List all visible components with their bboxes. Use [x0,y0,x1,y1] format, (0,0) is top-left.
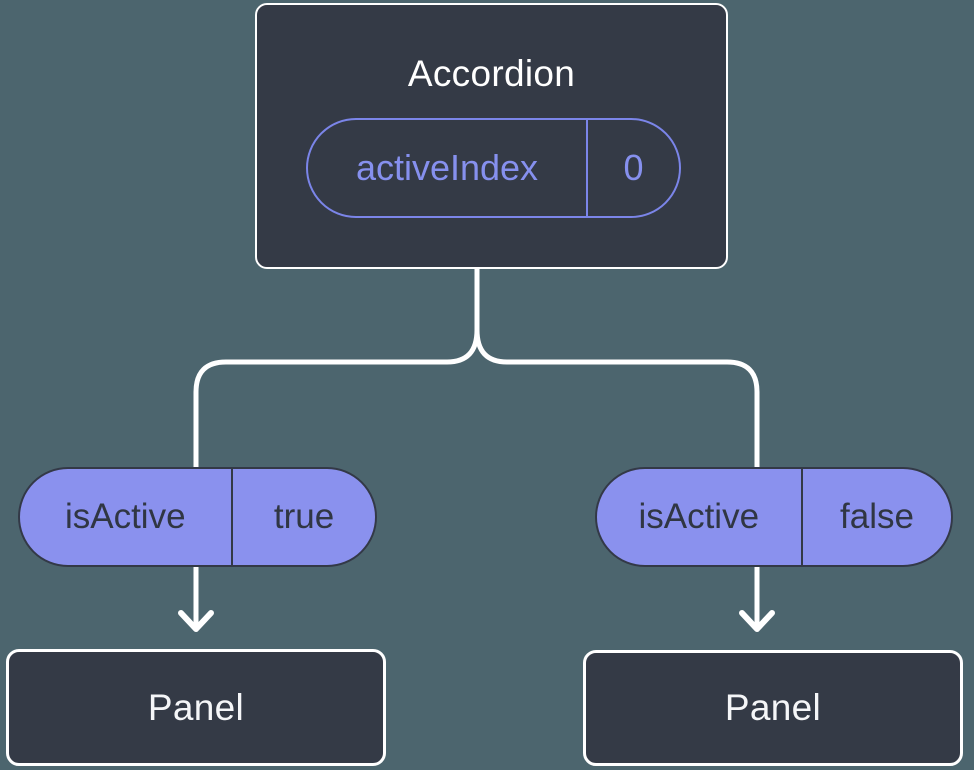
panel-node-title: Panel [147,686,245,728]
prop-value-label: false [840,497,914,536]
arrow-down-icon [739,610,775,632]
state-pill: activeIndex 0 [306,118,681,218]
state-pill-divider [586,120,588,216]
prop-pill-divider [230,469,233,565]
accordion-node: Accordion activeIndex 0 [255,3,728,269]
panel-node-title: Panel [724,687,822,728]
prop-name-label: isActive [64,497,186,536]
state-name-label: activeIndex [355,147,539,188]
panel-node-right: Panel [583,650,963,766]
arrow-down-icon [178,610,214,632]
accordion-node-title: Accordion [407,53,576,94]
prop-pill-divider [800,469,803,565]
prop-pill-right: isActive false [595,467,953,567]
panel-node-left: Panel [6,649,386,766]
prop-pill-left: isActive true [18,467,377,567]
prop-value-label: true [273,497,335,536]
prop-name-label: isActive [638,497,760,536]
state-value-label: 0 [623,147,644,188]
connector-branch-right [474,265,760,629]
connector-branch-left [193,265,480,629]
